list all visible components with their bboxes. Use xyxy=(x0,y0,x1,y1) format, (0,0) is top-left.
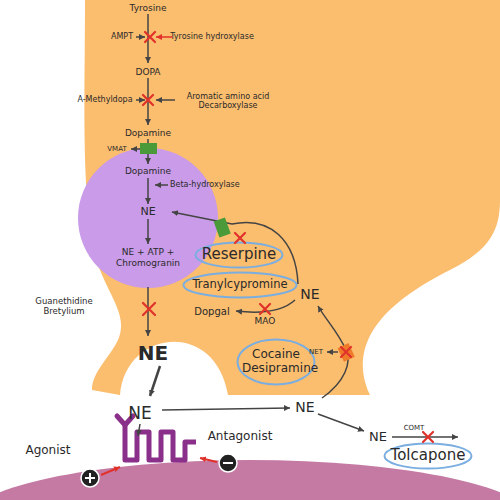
net-arrow xyxy=(327,351,338,353)
ellipse-outline xyxy=(238,340,315,385)
label-text: MAO xyxy=(250,316,280,327)
ellipse-outline xyxy=(196,243,283,268)
node-text: Dopamine xyxy=(108,166,188,177)
block-mark xyxy=(145,32,155,42)
node-text: Reserpine xyxy=(202,246,277,263)
receptor-symbol xyxy=(125,425,196,460)
pathway-arrow xyxy=(147,139,149,164)
label-text: DOPA xyxy=(128,67,168,78)
enzyme-arrow xyxy=(156,99,175,101)
agonist-symbol xyxy=(81,469,99,487)
diffusion-arrow xyxy=(318,414,364,431)
drug-ellipse: Tolcapone xyxy=(383,442,473,470)
label-text: NET xyxy=(304,348,328,356)
antagonist-arrow xyxy=(200,458,217,462)
diffusion-arrow xyxy=(162,408,290,410)
label-text: Dopgal xyxy=(190,306,234,318)
label-text: NE xyxy=(363,429,393,445)
label-text: Agonist xyxy=(18,443,78,457)
synaptic-vesicle: DopamineBeta-hydroxylaseNENE + ATP + Chr… xyxy=(78,148,218,288)
drug-ellipse: Tranylcypromine xyxy=(182,271,298,299)
label-text: NE xyxy=(133,341,173,365)
label-text: COMT xyxy=(399,424,429,432)
plus-sign xyxy=(85,473,95,483)
node-text: NE + ATP + Chromogranin xyxy=(108,247,188,269)
block-mark xyxy=(235,233,245,243)
postsynaptic-membrane xyxy=(0,460,500,500)
vmat-arrow xyxy=(131,148,141,150)
label-text: Aromatic amino acid Decarboxylase xyxy=(178,92,278,111)
pathway-arrow xyxy=(147,178,149,204)
pathway-arrow xyxy=(147,78,149,125)
ellipse-outline xyxy=(385,444,472,469)
label-text: Guanethidine Bretylium xyxy=(31,296,97,316)
inhibitor-arrow xyxy=(136,99,145,101)
node-text: Cocaine Desipramine xyxy=(242,348,310,376)
label-text: AMPT xyxy=(107,32,137,42)
label-text: NE xyxy=(290,399,320,416)
vesicle-transporter xyxy=(214,217,231,237)
pathway-arrow xyxy=(147,219,149,244)
vesicle-uptake-arrow xyxy=(172,212,298,284)
label-text: NE xyxy=(122,403,158,423)
release-arrow xyxy=(150,366,160,396)
ellipse-outline xyxy=(184,273,297,298)
label-text: A-Methyldopa xyxy=(73,95,137,105)
label-text: Tyrosine hydroxylase xyxy=(167,32,257,42)
block-mark xyxy=(143,303,155,315)
label-text: Antagonist xyxy=(202,429,278,443)
net-transporter xyxy=(338,343,355,362)
node-text: Tolcapone xyxy=(391,447,466,464)
node-text-wrap: Reserpine xyxy=(194,241,284,269)
release-arrow xyxy=(147,287,149,336)
agonist-arrow xyxy=(101,467,120,475)
reuptake-arrow xyxy=(318,306,348,398)
vesicle-shape xyxy=(78,148,218,288)
comt-arrow xyxy=(392,436,458,438)
label-text: Dopamine xyxy=(118,128,178,139)
minus-sign xyxy=(223,462,233,464)
node-text-wrap: Tranylcypromine xyxy=(182,271,298,299)
binding-arrow xyxy=(138,424,140,436)
drug-ellipse: Cocaine Desipramine xyxy=(236,338,316,386)
enzyme-arrow xyxy=(155,184,168,186)
node-text-wrap: Tolcapone xyxy=(383,442,473,470)
label-text: Tyrosine xyxy=(118,3,178,14)
block-mark xyxy=(260,304,270,314)
label-text: VMAT xyxy=(102,145,132,153)
mao-arrow xyxy=(236,300,295,312)
node-text: Tranylcypromine xyxy=(192,278,287,291)
block-mark xyxy=(143,95,153,105)
drug-ellipse: Reserpine xyxy=(194,241,284,269)
node-text-wrap: Cocaine Desipramine xyxy=(236,338,316,386)
inhibitor-arrow xyxy=(156,36,172,38)
vmat-transporter xyxy=(140,143,157,154)
inhibitor-arrow xyxy=(136,36,145,38)
node-text: NE xyxy=(128,205,168,218)
antagonist-symbol xyxy=(219,454,237,472)
block-mark xyxy=(423,432,433,442)
node-text: Beta-hydroxylase xyxy=(170,180,260,190)
block-mark xyxy=(341,347,351,357)
label-text: NE xyxy=(295,286,325,303)
pathway-arrow xyxy=(147,14,149,63)
